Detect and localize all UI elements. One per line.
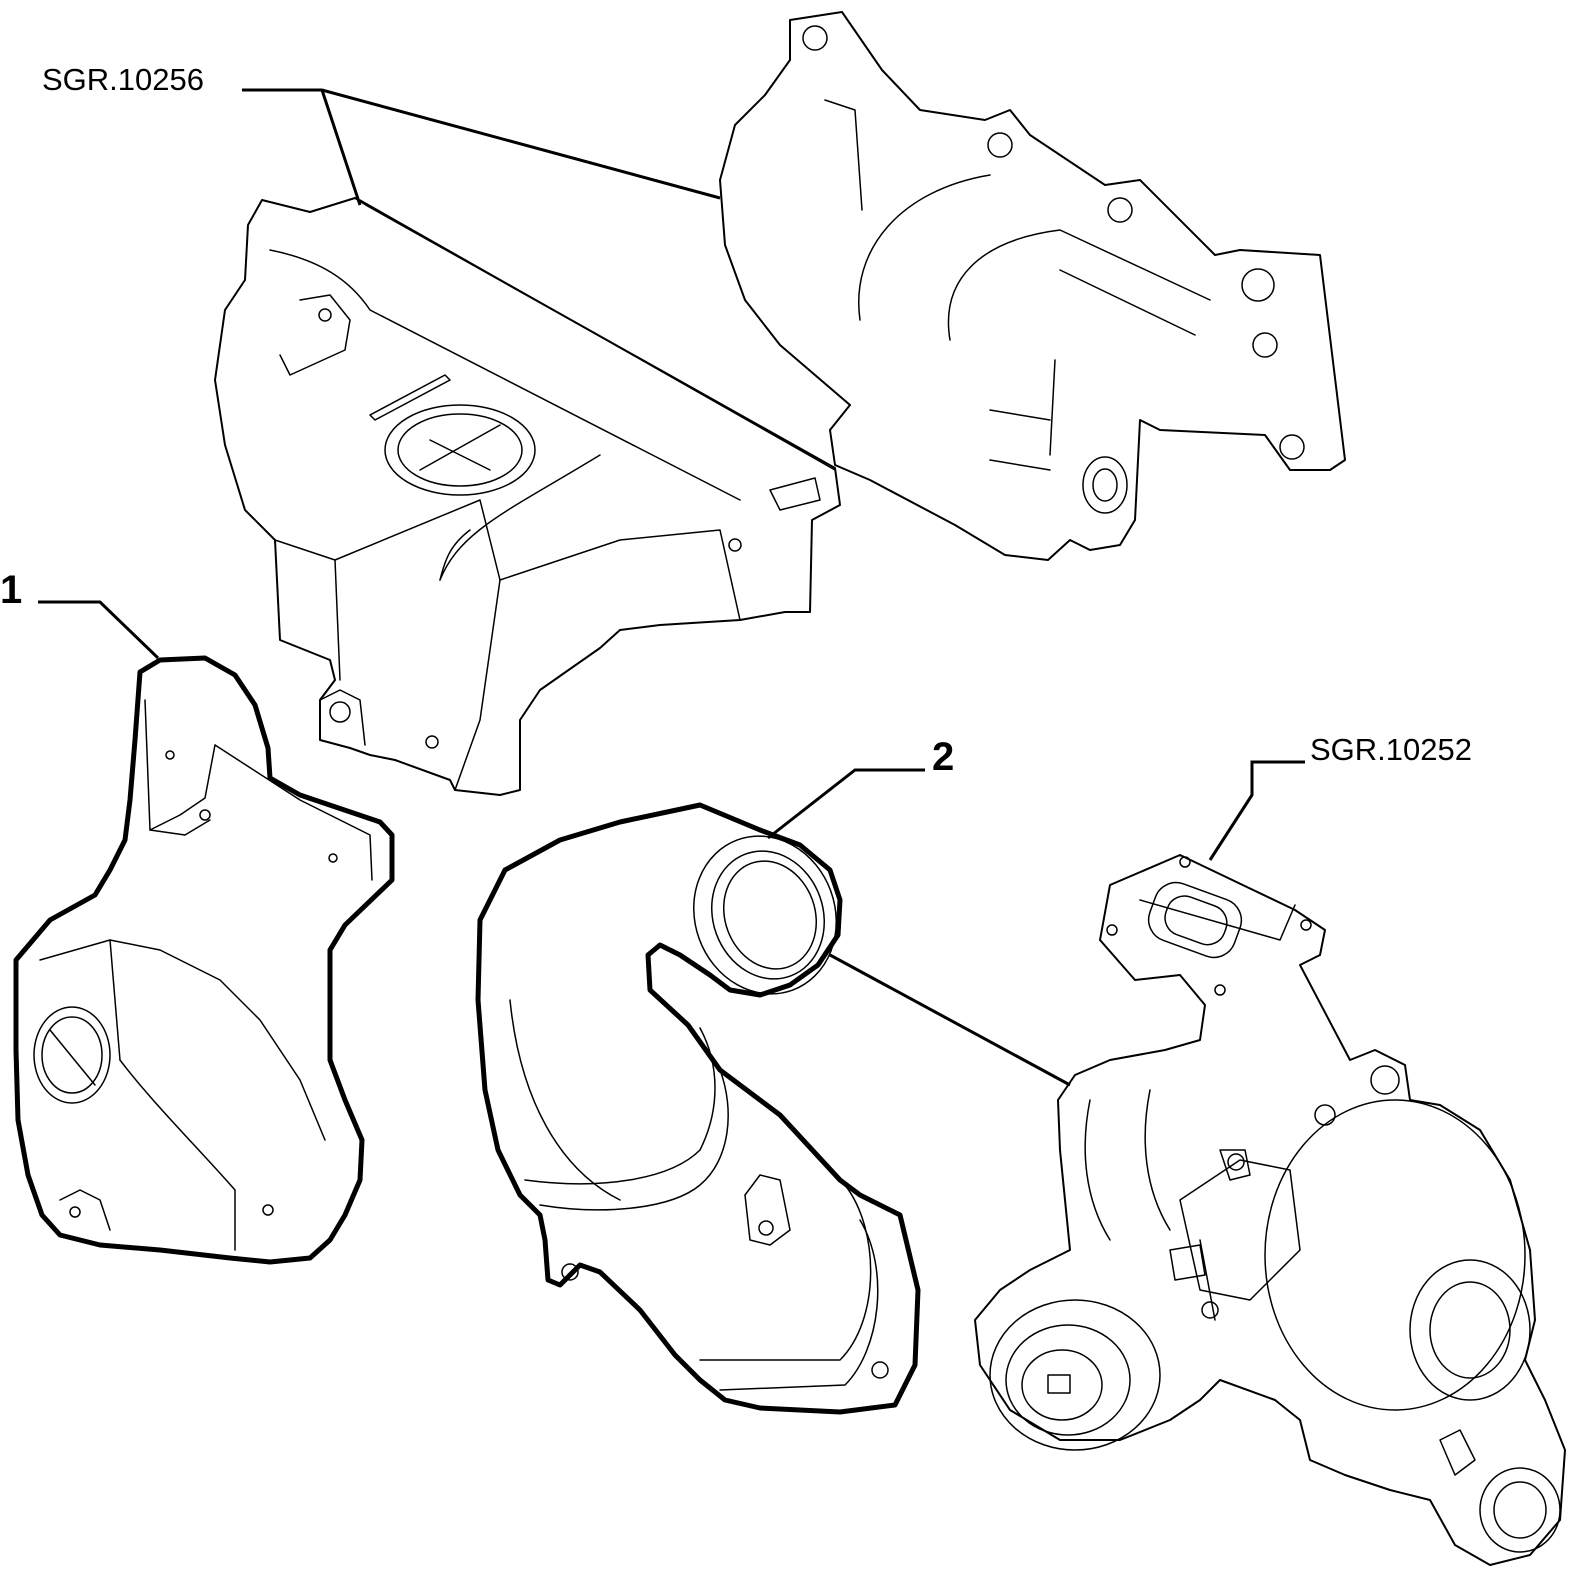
connector-pipe-to-turbo [829,953,1071,1087]
exhaust-manifold-part [719,11,1346,561]
item-number-1: 1 [0,568,22,612]
turbocharger-part [974,854,1566,1566]
ref-label-manifold: SGR.10256 [42,62,204,97]
turbo-heat-shield-part [13,655,395,1265]
leader-ref-turbo [1208,760,1305,861]
leader-lines [38,88,1305,1087]
leader-item-1 [38,600,160,660]
leader-ref-manifold [242,88,721,206]
ref-label-turbo: SGR.10252 [1310,732,1472,767]
manifold-heat-shield-part [214,197,841,796]
leader-item-2 [767,768,925,840]
item-number-2: 2 [932,735,954,779]
exhaust-downpipe-part [475,802,921,1415]
